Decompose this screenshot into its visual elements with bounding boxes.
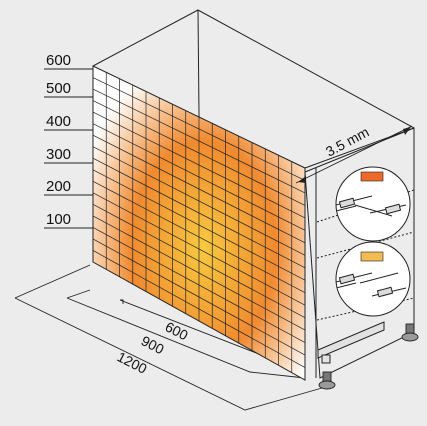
support-foot-left [318, 371, 336, 390]
detail-circle-upper [335, 166, 411, 242]
grid-line-horizontal [92, 77, 306, 181]
grid-line-horizontal [92, 134, 306, 244]
grid-line-horizontal [92, 227, 306, 343]
grid-line-horizontal [92, 192, 306, 306]
grid-line-horizontal [92, 123, 306, 231]
base-rails [317, 321, 385, 364]
panel-grid [92, 72, 306, 373]
grid-line-horizontal [92, 250, 306, 368]
grid-line-horizontal [92, 111, 306, 219]
height-label-400: 400 [46, 113, 71, 130]
grid-line-horizontal [92, 88, 306, 194]
detail-circle-lower [335, 241, 411, 317]
grid-line-horizontal [92, 146, 306, 256]
grid-line-horizontal [92, 157, 306, 269]
height-label-200: 200 [46, 178, 71, 195]
grid-line-horizontal [92, 180, 306, 294]
depth-label-900: 900 [139, 332, 167, 357]
grid-line-horizontal [92, 215, 306, 331]
depth-label-600: 600 [163, 318, 191, 343]
indicator-upper [360, 171, 384, 182]
grid-line-horizontal [92, 238, 306, 356]
grid-line-horizontal [92, 204, 306, 318]
height-label-600: 600 [46, 52, 71, 69]
height-label-500: 500 [46, 80, 71, 97]
height-label-100: 100 [46, 211, 71, 228]
height-label-300: 300 [46, 146, 71, 163]
height-scale: 600 500 400 300 200 100 [44, 52, 93, 229]
support-foot-right [401, 323, 419, 342]
grid-line-horizontal [92, 100, 306, 206]
indicator-lower [360, 251, 384, 262]
grid-line-horizontal [92, 169, 306, 281]
depth-label-1200: 1200 [115, 348, 150, 376]
